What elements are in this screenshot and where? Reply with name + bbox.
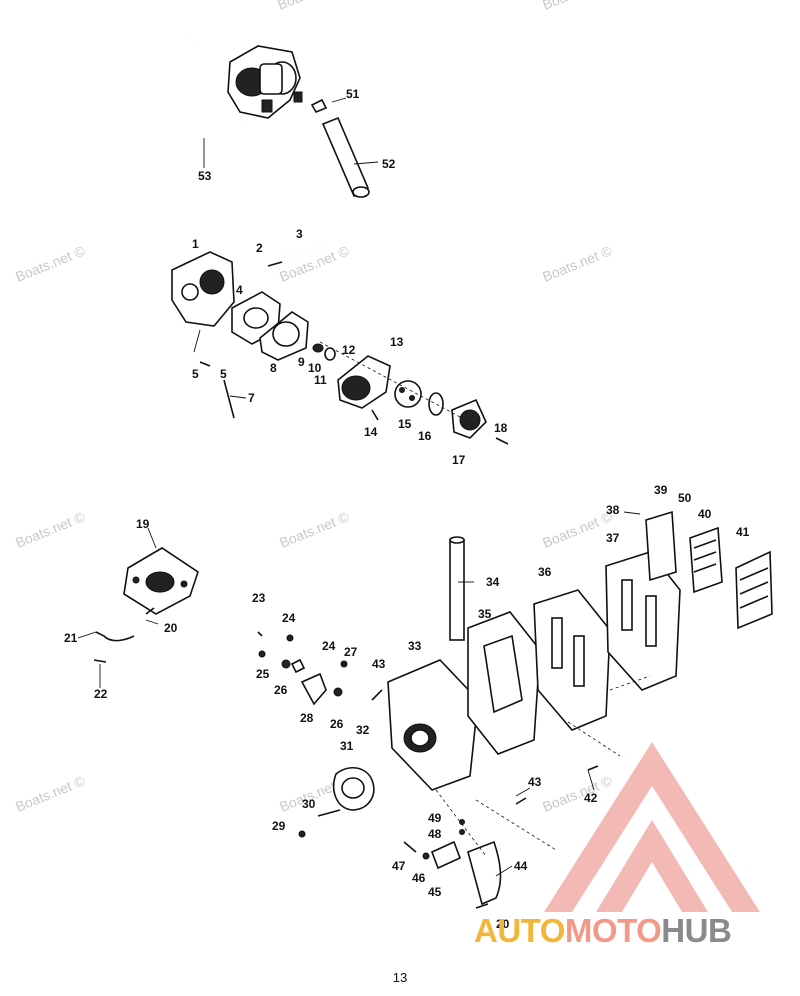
logo-wordmark: AUTOMOTOHUB — [474, 912, 732, 950]
part-label: 17 — [452, 453, 466, 467]
part-label: 28 — [300, 711, 314, 725]
part-label: 20 — [164, 621, 178, 635]
part-label: 2 — [256, 241, 263, 255]
watermark: Boats.net © — [13, 508, 88, 551]
part-label: 26 — [274, 683, 288, 697]
part-label: 44 — [514, 859, 528, 873]
part-label: 47 — [392, 859, 406, 873]
part-label: 12 — [342, 343, 356, 357]
part-label: 15 — [398, 417, 412, 431]
part-label: 9 — [298, 355, 305, 369]
automotohub-logo — [544, 742, 760, 912]
part-label: 43 — [372, 657, 386, 671]
part-label: 46 — [412, 871, 426, 885]
part-label: 24 — [282, 611, 296, 625]
part-label: 24 — [322, 639, 336, 653]
watermark: Boats.net © — [275, 0, 350, 13]
logo-text-auto: AUTO — [474, 912, 565, 949]
part-label: 39 — [654, 483, 668, 497]
part-label: 41 — [736, 525, 750, 539]
part-label: 38 — [606, 503, 620, 517]
part-label: 52 — [382, 157, 396, 171]
watermark: Boats.net © — [540, 242, 615, 285]
part-label: 31 — [340, 739, 354, 753]
part-label: 10 — [308, 361, 322, 375]
watermark: Boats.net © — [540, 0, 615, 13]
part-label: 33 — [408, 639, 422, 653]
fuel-pump-assembly — [184, 39, 370, 198]
part-label: 5 — [220, 367, 227, 381]
part-label: 5 — [192, 367, 199, 381]
part-label: 36 — [538, 565, 552, 579]
logo-text-moto: MOTO — [564, 912, 662, 949]
part-label: 34 — [486, 575, 500, 589]
part-label: 22 — [94, 687, 108, 701]
part-label: 51 — [346, 87, 360, 101]
part-label: 43 — [528, 775, 542, 789]
watermark: Boats.net © — [277, 508, 352, 551]
part-label: 49 — [428, 811, 442, 825]
part-label: 13 — [390, 335, 404, 349]
part-label: 53 — [198, 169, 212, 183]
part-label: 45 — [428, 885, 442, 899]
part-label: 50 — [678, 491, 692, 505]
fuel-pump-exploded — [171, 244, 509, 445]
part-label: 48 — [428, 827, 442, 841]
part-label: 25 — [256, 667, 270, 681]
part-label: 30 — [302, 797, 316, 811]
part-label: 29 — [272, 819, 286, 833]
logo-triangle-mark — [544, 742, 760, 912]
part-labels: 53 51 52 1 2 3 4 5 5 7 8 9 10 11 12 13 1… — [64, 87, 750, 931]
part-label: 32 — [356, 723, 370, 737]
intake-manifold-assembly — [257, 510, 773, 909]
part-label: 37 — [606, 531, 620, 545]
part-label: 4 — [236, 283, 243, 297]
cover-plate-assembly — [93, 547, 199, 663]
part-label: 11 — [314, 373, 327, 387]
part-label: 21 — [64, 631, 78, 645]
part-label: 14 — [364, 425, 378, 439]
part-label: 8 — [270, 361, 277, 375]
part-label: 19 — [136, 517, 150, 531]
part-label: 23 — [252, 591, 266, 605]
leader-lines — [77, 97, 641, 877]
part-label: 16 — [418, 429, 432, 443]
logo-text-hub: HUB — [661, 912, 732, 949]
part-label: 40 — [698, 507, 712, 521]
part-label: 18 — [494, 421, 508, 435]
watermark: Boats.net © — [13, 242, 88, 285]
part-label: 35 — [478, 607, 492, 621]
part-label: 27 — [344, 645, 358, 659]
part-label: 7 — [248, 391, 255, 405]
part-label: 3 — [296, 227, 303, 241]
watermark: Boats.net © — [13, 772, 88, 815]
page-number: 13 — [392, 970, 408, 985]
part-label: 1 — [192, 237, 199, 251]
part-label: 26 — [330, 717, 344, 731]
watermark: Boats.net © — [540, 508, 615, 551]
part-label: 20 — [496, 917, 510, 931]
part-label: 42 — [584, 791, 598, 805]
